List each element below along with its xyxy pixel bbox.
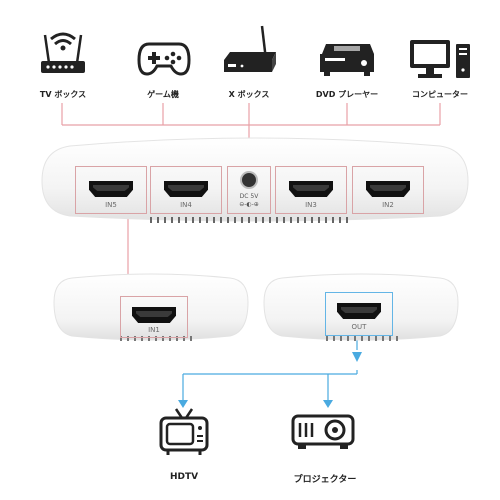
source-label-dvd-player: DVD プレーヤー bbox=[315, 90, 379, 99]
hdtv-arrow bbox=[178, 400, 188, 408]
hdmi-port-in1 bbox=[132, 307, 176, 323]
computer-icon bbox=[408, 38, 472, 82]
port-label-in1: IN1 bbox=[148, 326, 160, 334]
port-dc: DC 5V ⊖-◐-⊕ bbox=[227, 166, 271, 214]
dc-jack-icon bbox=[240, 171, 258, 189]
hdmi-port-in3 bbox=[289, 181, 333, 197]
source-label-game-console: ゲーム機 bbox=[147, 90, 179, 99]
port-in1: IN1 bbox=[120, 296, 188, 338]
set-top-box-icon bbox=[222, 22, 278, 80]
source-label-computer: コンピューター bbox=[412, 90, 468, 99]
hdmi-port-out bbox=[337, 303, 381, 319]
port-in3: IN3 bbox=[275, 166, 347, 214]
source-label-tv-box: TV ボックス bbox=[39, 90, 87, 99]
hdmi-port-in2 bbox=[366, 181, 410, 197]
projector-arrow bbox=[323, 400, 333, 408]
hdmi-port-in4 bbox=[164, 181, 208, 197]
dvd-player-icon bbox=[318, 40, 376, 80]
port-in2: IN2 bbox=[352, 166, 424, 214]
switch-vents bbox=[150, 217, 350, 223]
dc-label: DC 5V bbox=[239, 193, 259, 200]
dc-polarity-symbol: ⊖-◐-⊕ bbox=[239, 201, 259, 208]
gamepad-icon bbox=[137, 38, 191, 78]
source-bus-line bbox=[61, 103, 441, 140]
output-label-hdtv: HDTV bbox=[169, 472, 199, 482]
port-in4: IN4 bbox=[150, 166, 222, 214]
hdmi-port-in5 bbox=[89, 181, 133, 197]
left-device-vents bbox=[120, 336, 192, 341]
router-icon bbox=[37, 25, 89, 77]
projector-icon bbox=[290, 412, 356, 454]
output-arrow bbox=[352, 352, 362, 362]
tv-icon bbox=[158, 406, 210, 458]
right-device-vents bbox=[326, 336, 398, 341]
port-out: OUT bbox=[325, 292, 393, 336]
port-in5: IN5 bbox=[75, 166, 147, 214]
source-label-x-box: X ボックス bbox=[228, 90, 270, 99]
port-label-in3: IN3 bbox=[305, 201, 317, 209]
port-label-in2: IN2 bbox=[382, 201, 394, 209]
output-label-projector: プロジェクター bbox=[293, 475, 357, 485]
port-label-out: OUT bbox=[351, 323, 367, 331]
port-label-in5: IN5 bbox=[105, 201, 117, 209]
port-label-in4: IN4 bbox=[180, 201, 192, 209]
